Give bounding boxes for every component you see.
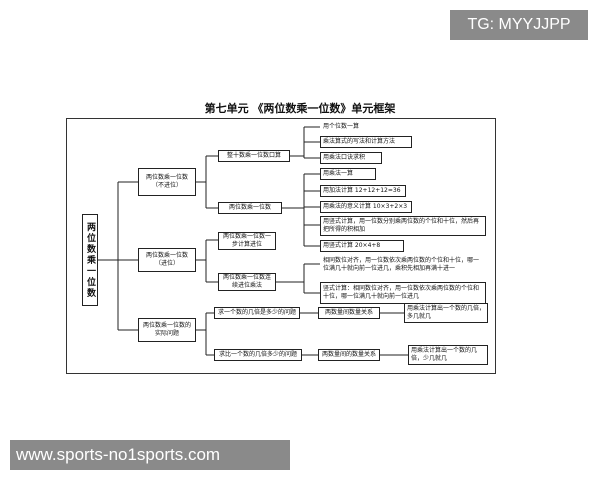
leaf-8: 用竖式计算 20×4+8 (320, 240, 404, 252)
relation-a: 两数量间数量关系 (318, 307, 380, 319)
leaf-10: 竖式计算：相同数位对齐，用一位数依次乘两位数的个位和十位，哪一位满几十就向前一位… (320, 282, 486, 304)
watermark-banner: www.sports-no1sports.com (10, 440, 290, 470)
leaf-2: 乘法算式的写法和计算方法 (320, 136, 412, 148)
subnode-oral: 整十数乘一位数口算 (218, 150, 290, 162)
leaf-12: 用乘法计算出一个数的几倍，少几就几 (408, 345, 488, 365)
relation-b: 两数量间的数量关系 (318, 349, 380, 361)
leaf-5: 用加法计算 12+12+12=36 (320, 185, 406, 197)
subnode-problem-a: 求一个数的几倍是多少的问题 (214, 307, 300, 319)
branch-word-problems: 两位数乘一位数的实际问题 (138, 318, 196, 342)
diagram-frame (66, 118, 496, 374)
leaf-11: 用乘法计算出一个数的几倍，多几就几 (404, 303, 488, 323)
leaf-4: 用乘法一算 (320, 168, 376, 180)
subnode-multistep: 两位数乘一位数一步计算进位 (218, 232, 276, 250)
leaf-1: 用个位数一算 (320, 121, 378, 133)
root-node: 两位数乘一位数 (82, 214, 98, 306)
subnode-problem-b: 求比一个数的几倍多少的问题 (214, 349, 302, 361)
leaf-7: 用竖式计算，用一位数分别乘两位数的个位和十位，然后再把所得的积相加 (320, 216, 486, 236)
branch-no-carry: 两位数乘一位数（不进位） (138, 168, 196, 196)
leaf-6: 用乘法的意义计算 10×3+2×3 (320, 201, 412, 213)
diagram-title: 第七单元 《两位数乘一位数》单元框架 (204, 102, 396, 115)
branch-carry: 两位数乘一位数（进位） (138, 248, 196, 272)
leaf-9: 相同数位对齐，用一位数依次乘两位数的个位和十位，哪一位满几十就向前一位进几，乘积… (320, 254, 486, 276)
leaf-3: 用乘法口诀求积 (320, 152, 382, 164)
tag-badge: TG: MYYJJPP (450, 10, 588, 40)
subnode-estimate: 两位数乘一位数 (218, 202, 282, 214)
subnode-carry-twice: 两位数乘一位数连续进位乘法 (218, 273, 276, 291)
